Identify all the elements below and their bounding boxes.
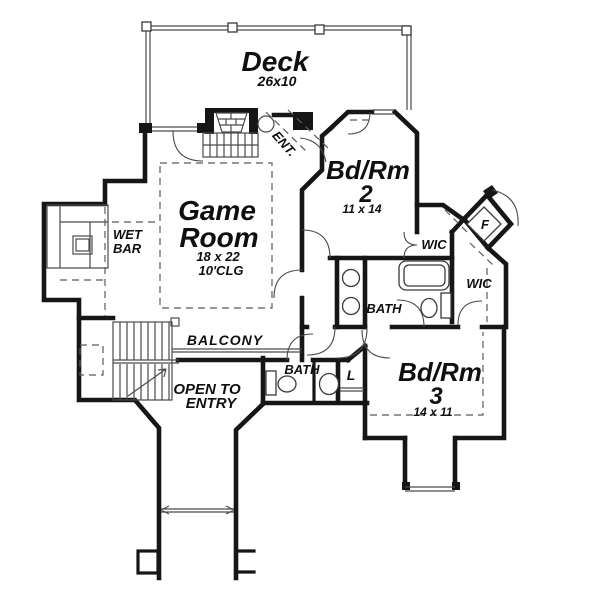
vanity-sink <box>341 268 361 288</box>
windows <box>160 109 455 515</box>
labels: Deck 26x10 ENT. Game Room 18 x 22 10'CLG… <box>113 46 492 419</box>
sink <box>277 375 297 393</box>
bedroom2-number: 2 <box>358 181 373 208</box>
door-arcs <box>172 111 519 361</box>
balcony-label: BALCONY <box>187 332 264 348</box>
deck-label: Deck <box>242 46 310 77</box>
entry-wall-block <box>293 112 313 130</box>
game-room-label-1: Game <box>178 195 256 226</box>
wic-slope <box>444 209 494 322</box>
entry-column-left <box>136 549 160 575</box>
game-room-ceiling <box>159 162 273 309</box>
deck-post <box>401 25 412 36</box>
fixtures <box>46 204 502 396</box>
wic-b-door-arc <box>457 300 483 326</box>
fireplace-back <box>205 108 258 113</box>
bedroom2-window <box>372 109 395 115</box>
game-room-size: 18 x 22 <box>196 249 240 264</box>
exterior-walls <box>41 108 515 581</box>
open-to-entry-2: ENTRY <box>186 395 239 412</box>
toilet <box>318 372 340 396</box>
stair-direction-arrow <box>127 368 167 397</box>
sink-counter <box>265 370 277 396</box>
fireplace-label: F <box>481 217 490 232</box>
wet-bar-label-1: WET <box>113 227 143 242</box>
bay-window <box>405 486 455 492</box>
game-room-ceiling-label: 10'CLG <box>199 263 244 278</box>
fireplace-box <box>466 206 502 242</box>
bedroom3-ceiling <box>370 332 484 416</box>
fireplace-side <box>249 108 258 134</box>
ent-label: ENT. <box>269 128 299 159</box>
fireplace-arc <box>491 189 519 227</box>
game-room-door-arc <box>273 269 303 299</box>
bedroom3-door-arcs <box>336 327 391 359</box>
linen-shelf <box>340 387 364 392</box>
deck-railing <box>145 25 412 132</box>
bedroom3-number: 3 <box>429 383 443 410</box>
wet-bar-label-2: BAR <box>113 241 142 256</box>
flue-circle <box>257 115 275 133</box>
bathtub-inner <box>403 264 446 287</box>
wic-b-label: WIC <box>466 276 492 291</box>
bath-hall-label: BATH <box>284 362 320 377</box>
game-room-label-2: Room <box>179 222 258 253</box>
under-stair-closet <box>79 344 104 376</box>
bedroom2-door-arc <box>301 229 331 259</box>
wic-double-door-arc <box>403 231 418 259</box>
linen-label: L <box>347 367 356 383</box>
deck-post <box>314 24 325 35</box>
entry-threshold <box>160 505 235 515</box>
wall-post <box>197 123 209 133</box>
bedroom2-size: 11 x 14 <box>342 202 381 216</box>
wet-bar-counter <box>46 204 109 269</box>
hall-bath-door-arc <box>286 333 314 361</box>
bedroom3-label: Bd/Rm <box>398 357 482 387</box>
toilet <box>420 297 438 319</box>
vanity-sink <box>341 296 361 316</box>
balcony-edge <box>172 348 302 353</box>
staircase <box>112 317 180 401</box>
deck-post <box>141 21 152 32</box>
bedroom3-size: 14 x 11 <box>413 405 452 419</box>
ceiling-dash-lines <box>60 109 494 416</box>
fireplace <box>202 112 275 158</box>
newel-post <box>170 317 180 327</box>
open-to-entry-1: OPEN TO <box>173 381 241 398</box>
ent-door-arc <box>299 137 327 163</box>
bedroom2-window-arc <box>347 111 371 135</box>
deck-post <box>227 22 238 33</box>
bath-hall-door-arc <box>306 326 336 356</box>
deck-size: 26x10 <box>257 73 297 89</box>
entry-column-right <box>234 549 256 574</box>
bedroom2-label: Bd/Rm <box>326 155 410 185</box>
wetbar-ceiling <box>60 221 160 281</box>
deck-door-arc <box>172 130 204 162</box>
deck-posts <box>141 21 412 36</box>
wic-a-label: WIC <box>421 237 447 252</box>
toilet-tank <box>440 292 452 319</box>
entry-stair-dash <box>265 109 329 154</box>
fireplace-side <box>205 108 214 134</box>
bath-main-label: BATH <box>366 301 402 316</box>
tub-room-door-arc <box>396 299 425 328</box>
interior-partitions <box>136 358 316 575</box>
